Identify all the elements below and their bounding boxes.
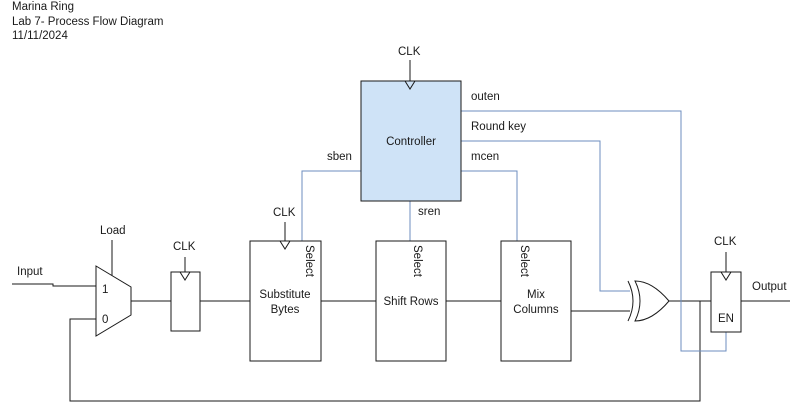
substitute-bytes-label-line1: Substitute bbox=[259, 289, 310, 301]
mux-input-1-label: 1 bbox=[102, 284, 108, 296]
xor-gate bbox=[634, 280, 670, 322]
shift-rows-block bbox=[375, 240, 447, 362]
controller-block bbox=[360, 80, 462, 202]
diagram-header: Marina Ring Lab 7- Process Flow Diagram … bbox=[12, 0, 163, 44]
mcen-label: mcen bbox=[471, 151, 499, 163]
mix-columns-label-line2: Columns bbox=[513, 304, 559, 316]
substitute-bytes-block bbox=[249, 240, 322, 362]
sben-wire bbox=[301, 170, 361, 241]
input-register-clock-triangle bbox=[179, 271, 191, 281]
controller-clock-triangle bbox=[404, 80, 416, 90]
substitute-select-label: Select bbox=[303, 245, 315, 278]
round-key-wire bbox=[461, 140, 630, 292]
shift-rows-label: Shift Rows bbox=[384, 296, 439, 308]
output-label: Output bbox=[752, 281, 787, 293]
diagram-title: Lab 7- Process Flow Diagram bbox=[12, 15, 164, 28]
mcen-wire bbox=[461, 170, 518, 241]
mix-columns-block bbox=[500, 240, 572, 362]
feedback-wire bbox=[69, 301, 701, 402]
round-key-label: Round key bbox=[471, 121, 526, 133]
multiplexer bbox=[95, 265, 132, 337]
author-name: Marina Ring bbox=[12, 1, 74, 13]
shift-rows-select-label: Select bbox=[411, 245, 423, 278]
outen-label: outen bbox=[471, 91, 500, 103]
mix-columns-select-label: Select bbox=[518, 245, 530, 278]
register-clk-label: CLK bbox=[173, 241, 196, 253]
output-register bbox=[710, 271, 742, 333]
controller-clk-label: CLK bbox=[398, 46, 421, 58]
input-label: Input bbox=[17, 266, 43, 278]
xor-gate-back-curve bbox=[627, 280, 634, 322]
output-register-clk-label: CLK bbox=[714, 236, 737, 248]
mux-input-0-label: 0 bbox=[102, 314, 108, 326]
substitute-clk-label: CLK bbox=[273, 207, 296, 219]
mix-columns-label-line1: Mix bbox=[527, 289, 545, 301]
input-register bbox=[170, 271, 201, 332]
output-register-clock-triangle bbox=[720, 271, 732, 281]
controller-label: Controller bbox=[386, 136, 436, 148]
substitute-clock-triangle bbox=[279, 240, 291, 250]
diagram-date: 11/11/2024 bbox=[12, 30, 68, 42]
input-wire bbox=[12, 283, 96, 287]
output-enable-label: EN bbox=[718, 313, 734, 325]
sren-label: sren bbox=[418, 206, 440, 218]
outen-wire bbox=[461, 110, 727, 352]
sben-label: sben bbox=[327, 151, 352, 163]
load-label: Load bbox=[100, 225, 126, 237]
substitute-bytes-label-line2: Bytes bbox=[271, 304, 300, 316]
